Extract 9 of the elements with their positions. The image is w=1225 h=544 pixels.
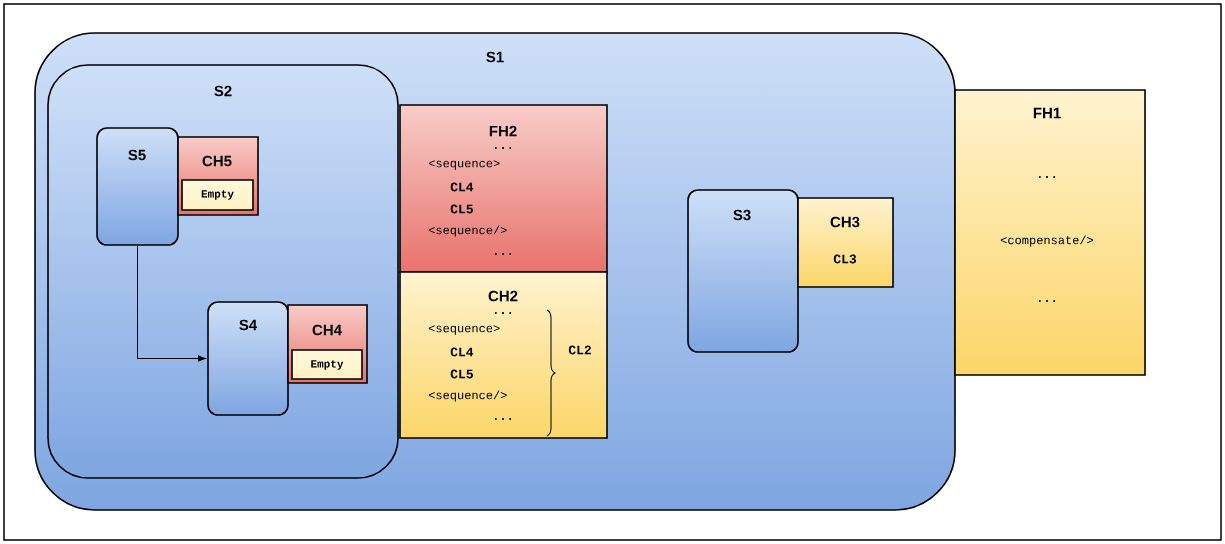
handler-box: CH3 CL3 [797, 197, 894, 288]
handler-box: FH1 ... <compensate/> ... [954, 89, 1146, 376]
arrow [137, 245, 206, 362]
empty-box: Empty [291, 349, 363, 380]
scope-box: S5 [96, 127, 179, 246]
empty-box: Empty [181, 179, 254, 211]
handler-box: FH2 ... <sequence> CL4 CL5 <sequence/> ... [399, 104, 608, 273]
handler-box: CH2 ... <sequence> CL4 CL5 <sequence/> ... CL2 [399, 271, 608, 439]
scope-box: S4 [207, 301, 289, 416]
